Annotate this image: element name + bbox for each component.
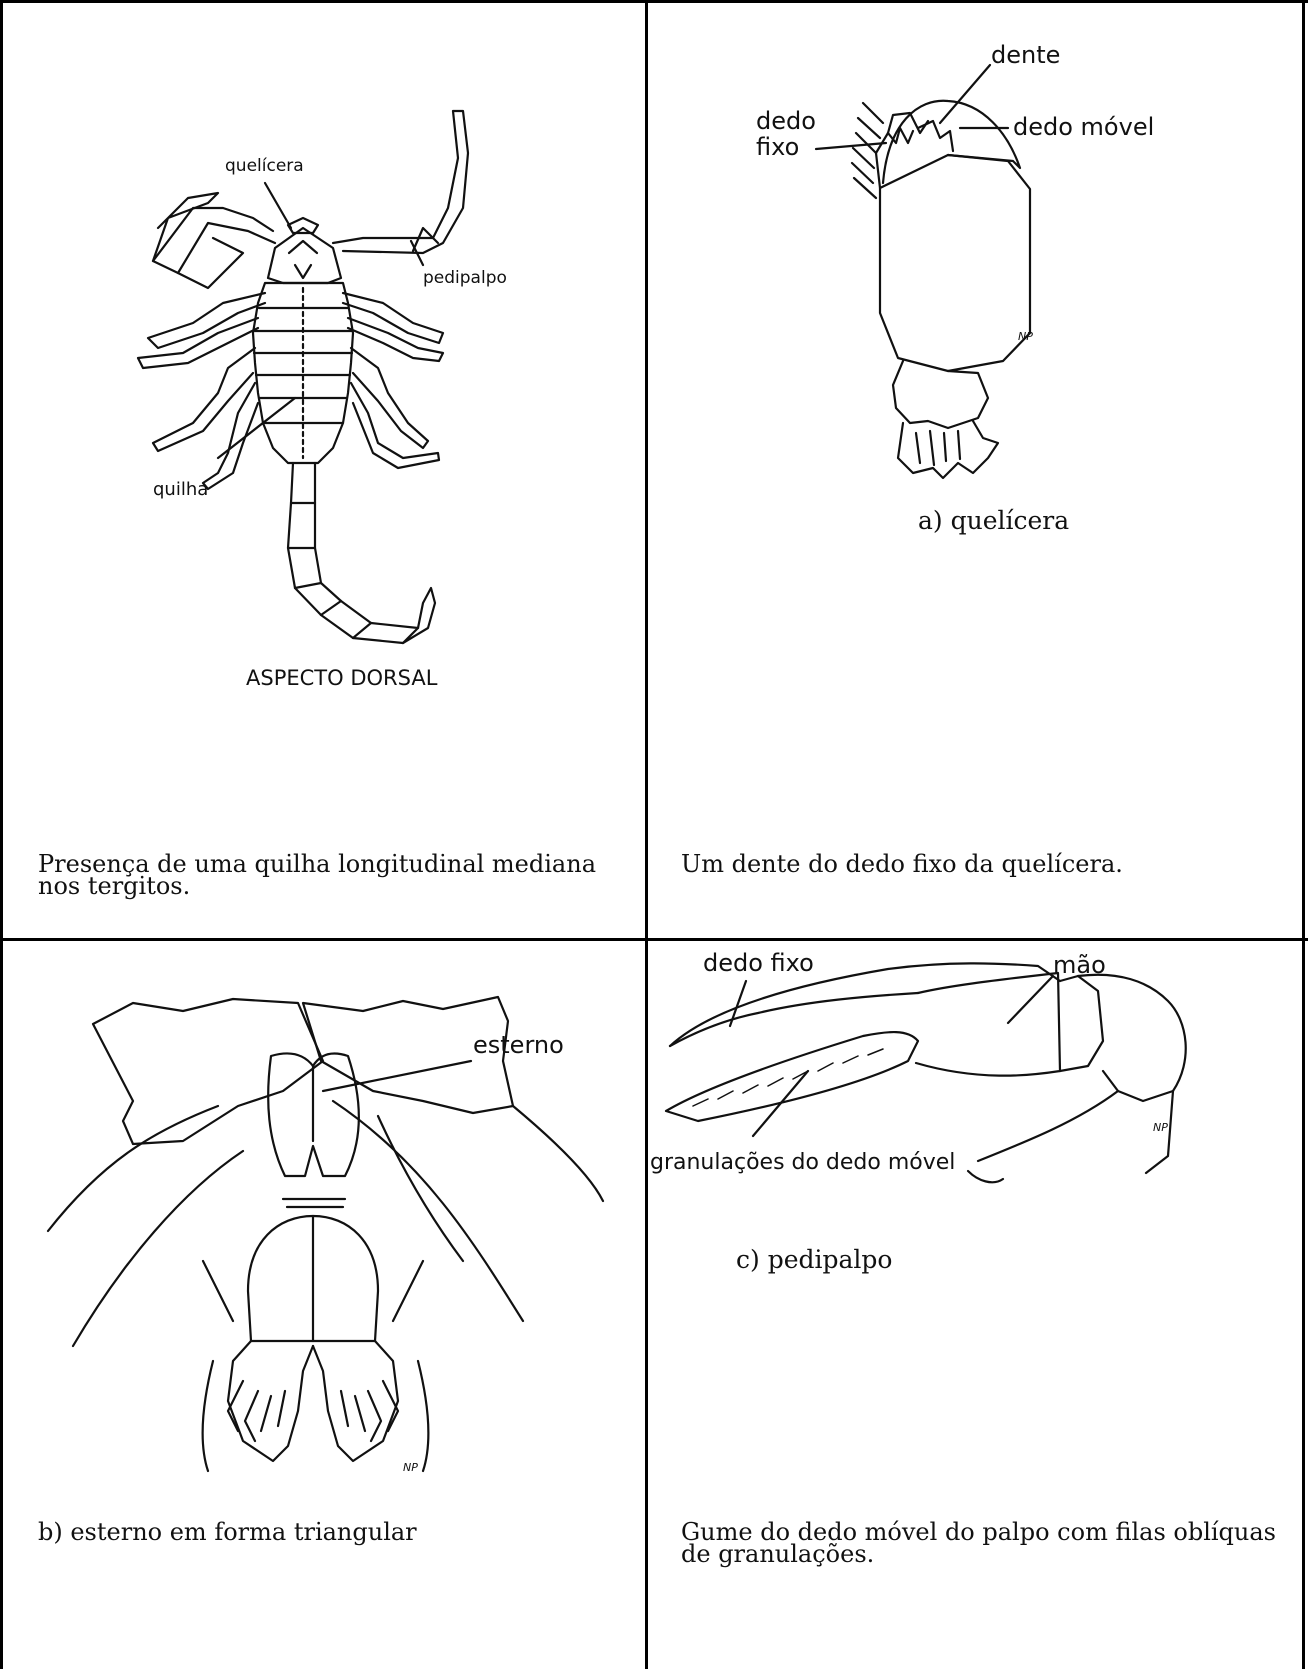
label-dente: dente bbox=[991, 41, 1060, 69]
label-aspecto-dorsal: ASPECTO DORSAL bbox=[246, 666, 438, 690]
panel-sternum: esterno NP b) esterno em forma triangula… bbox=[3, 941, 645, 1669]
label-granulacoes: granulações do dedo móvel bbox=[650, 1150, 955, 1175]
caption-chelicera: Um dente do dedo fixo da quelícera. bbox=[681, 853, 1281, 875]
panel-dorsal-view: quelícera pedipalpo quilha ASPECTO DORSA… bbox=[3, 3, 645, 938]
label-esterno: esterno bbox=[473, 1031, 564, 1059]
artist-signature: NP bbox=[1018, 330, 1033, 343]
label-pedipalpo: pedipalpo bbox=[423, 268, 507, 288]
panel-pedipalp: dedo fixo mão granulações do dedo móvel … bbox=[648, 941, 1302, 1669]
chelicera-illustration: dente dedo fixo dedo móvel NP bbox=[648, 3, 1302, 938]
scorpion-dorsal-illustration: quelícera pedipalpo quilha ASPECTO DORSA… bbox=[3, 3, 645, 938]
caption-pedipalp: Gume do dedo móvel do palpo com filas ob… bbox=[681, 1521, 1291, 1565]
label-dedo-fixo: dedo fixo bbox=[703, 949, 814, 977]
sternum-illustration: esterno NP bbox=[3, 941, 645, 1669]
label-dedo-fixo-line2: fixo bbox=[756, 133, 799, 161]
panel-chelicera: dente dedo fixo dedo móvel NP a) quelíce… bbox=[648, 3, 1302, 938]
table-border-right bbox=[1302, 0, 1305, 1669]
caption-dorsal: Presença de uma quilha longitudinal medi… bbox=[38, 853, 618, 897]
artist-signature: NP bbox=[1153, 1121, 1168, 1134]
label-quilha: quilha bbox=[153, 479, 208, 500]
figure-label-quelicera: a) quelícera bbox=[918, 506, 1069, 535]
artist-signature: NP bbox=[403, 1461, 418, 1474]
figure-label-pedipalpo: c) pedipalpo bbox=[736, 1245, 892, 1274]
label-mao: mão bbox=[1053, 951, 1106, 979]
label-quelicera: quelícera bbox=[225, 156, 304, 176]
caption-sternum: b) esterno em forma triangular bbox=[38, 1521, 618, 1543]
label-dedo-movel: dedo móvel bbox=[1013, 113, 1154, 141]
label-dedo-fixo-line1: dedo bbox=[756, 107, 816, 135]
